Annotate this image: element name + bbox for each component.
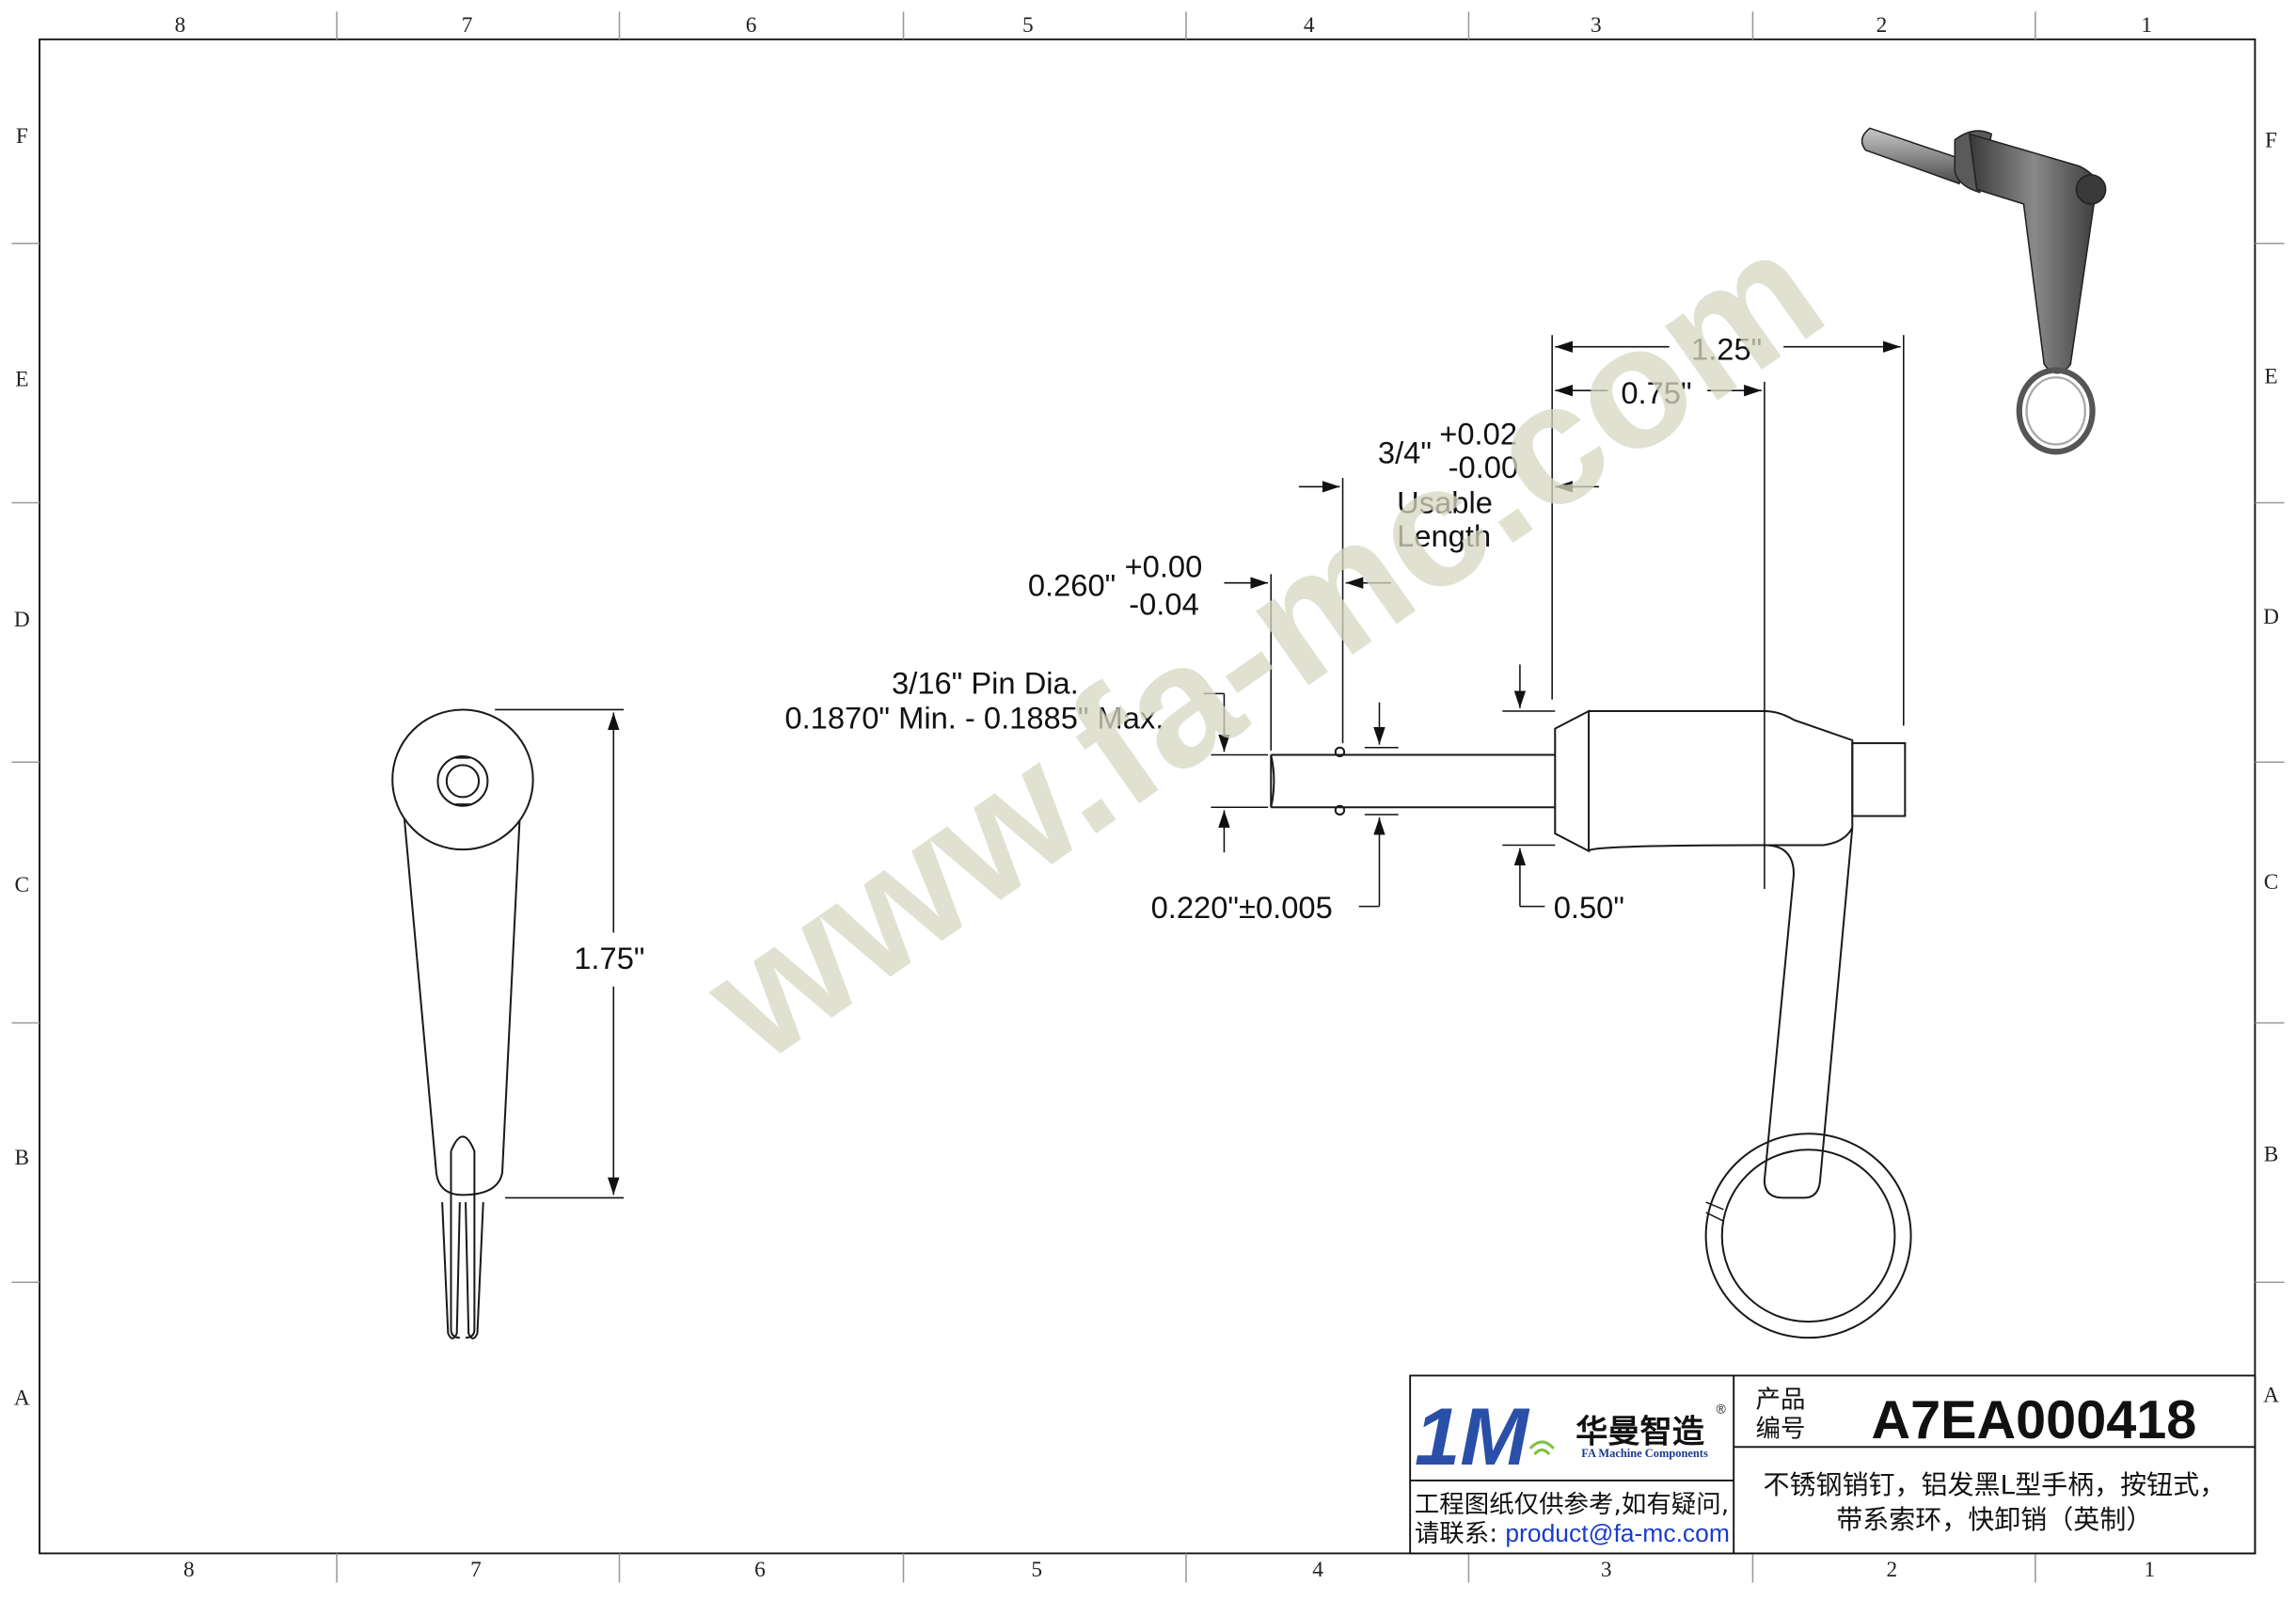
groove-nominal: 0.260" (1028, 568, 1116, 603)
detent-ball-bottom (1334, 804, 1346, 816)
col-label: 6 (746, 13, 757, 38)
disclaimer-line1: 工程图纸仅供参考,如有疑问, (1415, 1490, 1729, 1519)
dim-shoulder (1502, 664, 1556, 908)
row-label: B (2264, 1143, 2279, 1167)
push-button (1851, 742, 1907, 817)
ring-tail-side (441, 1202, 484, 1339)
iso-button (2075, 174, 2107, 205)
side-view (391, 708, 534, 1339)
col-label: 7 (470, 1558, 482, 1582)
row-label: D (14, 608, 30, 632)
iso-handle (1968, 133, 2100, 374)
lanyard-ring-outer (1704, 1133, 1912, 1339)
col-label: 6 (754, 1558, 766, 1582)
button-inner-side (445, 764, 481, 799)
column-labels-bottom: 8 7 6 5 4 3 2 1 (183, 1558, 2155, 1582)
iso-ring (2016, 367, 2096, 455)
col-label: 2 (1876, 13, 1888, 38)
col-label: 4 (1304, 13, 1315, 38)
col-label: 5 (1022, 13, 1034, 38)
row-labels-right: F E D C B A (2263, 129, 2279, 1408)
side-height-label: 1.75" (574, 941, 644, 975)
col-label: 7 (462, 13, 473, 38)
col-label: 5 (1031, 1558, 1042, 1582)
col-label: 1 (2144, 1558, 2155, 1582)
ball-dia-label: 0.220"±0.005 (1151, 890, 1333, 925)
row-label: F (16, 124, 28, 149)
dim-ball (1358, 702, 1399, 908)
row-label: A (2263, 1383, 2279, 1407)
col-label: 8 (175, 13, 186, 38)
pin-dia-line1: 3/16" Pin Dia. (892, 665, 1079, 700)
col-label: 2 (1886, 1558, 1897, 1582)
front-view (1270, 709, 1912, 1339)
usable-75-label: 0.75" (1621, 375, 1691, 410)
ring-gap (1705, 1201, 1724, 1222)
title-block (1409, 1374, 2256, 1555)
usable-tol-minus: -0.00 (1449, 450, 1519, 484)
contact-email-link[interactable]: product@fa-mc.com (1505, 1519, 1730, 1547)
row-label: C (2264, 870, 2279, 895)
dim-usable-length (1298, 478, 1599, 744)
row-label: D (2263, 605, 2279, 629)
col-label: 3 (1601, 1558, 1612, 1582)
column-labels-top: 8 7 6 5 4 3 2 1 (175, 13, 2152, 38)
button-outer-side (436, 755, 489, 807)
usable-label-1: Usable (1397, 484, 1493, 519)
watermark: www.fa-mc.com (671, 192, 1855, 1097)
pin-dia-line2: 0.1870" Min. - 0.1885" Max. (784, 701, 1164, 736)
col-label: 1 (2141, 13, 2152, 38)
row-label: E (15, 368, 28, 392)
dim-pin-diameter (1203, 692, 1269, 853)
contact-label: 请联系: (1415, 1519, 1497, 1548)
iso-ring-inner (2025, 376, 2086, 446)
description-line1: 不锈钢销钉，铝发黑L型手柄，按钮式， (1763, 1469, 2225, 1500)
description-line2: 带系索环，快卸销（英制） (1836, 1504, 2152, 1535)
company-logo: 1M 华曼智造 ® FA Machine Components (1415, 1391, 1727, 1482)
usable-tol-plus: +0.02 (1439, 417, 1517, 451)
company-name-cn: 华曼智造 (1576, 1414, 1705, 1451)
handle-body-side (403, 816, 521, 1196)
product-code: A7EA000418 (1872, 1390, 2197, 1450)
row-labels-left: F E D C B A (14, 124, 30, 1411)
dim-side-height (495, 708, 625, 1199)
col-label: 8 (183, 1558, 195, 1582)
shoulder-dia-label: 0.50" (1554, 890, 1624, 925)
product-code-label-1: 产品 (1756, 1386, 1806, 1415)
row-label: C (15, 873, 30, 897)
handle-head-side (391, 708, 534, 851)
wifi-icon (1528, 1440, 1555, 1456)
row-label: F (2265, 129, 2277, 153)
isometric-thumbnail (1861, 127, 2107, 455)
product-code-label-2: 编号 (1756, 1415, 1806, 1444)
sheet-border (11, 11, 2285, 1583)
row-label: A (14, 1386, 30, 1410)
logo-mark: 1M (1415, 1391, 1530, 1482)
groove-tol-minus: -0.04 (1129, 587, 1199, 622)
iso-pin (1861, 127, 1967, 185)
dim-overall-length (1551, 335, 1905, 726)
collar (1554, 709, 1591, 853)
detent-ball-top (1334, 746, 1346, 758)
usable-nominal: 3/4" (1378, 436, 1432, 470)
registered-mark: ® (1717, 1402, 1727, 1417)
l-handle (1588, 709, 1854, 1199)
col-label: 4 (1312, 1558, 1323, 1582)
ring-side (450, 1135, 476, 1339)
groove-tol-plus: +0.00 (1125, 549, 1203, 584)
overall-length-label: 1.25" (1691, 332, 1762, 367)
row-label: E (2264, 364, 2277, 388)
pin-tip (1270, 754, 1275, 808)
dim-groove (1224, 574, 1391, 751)
col-label: 3 (1591, 13, 1602, 38)
pin-shaft (1270, 753, 1556, 809)
usable-label-2: Length (1397, 518, 1491, 553)
button-notch-side (455, 756, 470, 806)
company-name-en: FA Machine Components (1581, 1447, 1708, 1460)
dim-usable-75 (1555, 381, 1766, 889)
lanyard-ring-inner (1720, 1149, 1896, 1323)
row-label: B (15, 1146, 30, 1170)
